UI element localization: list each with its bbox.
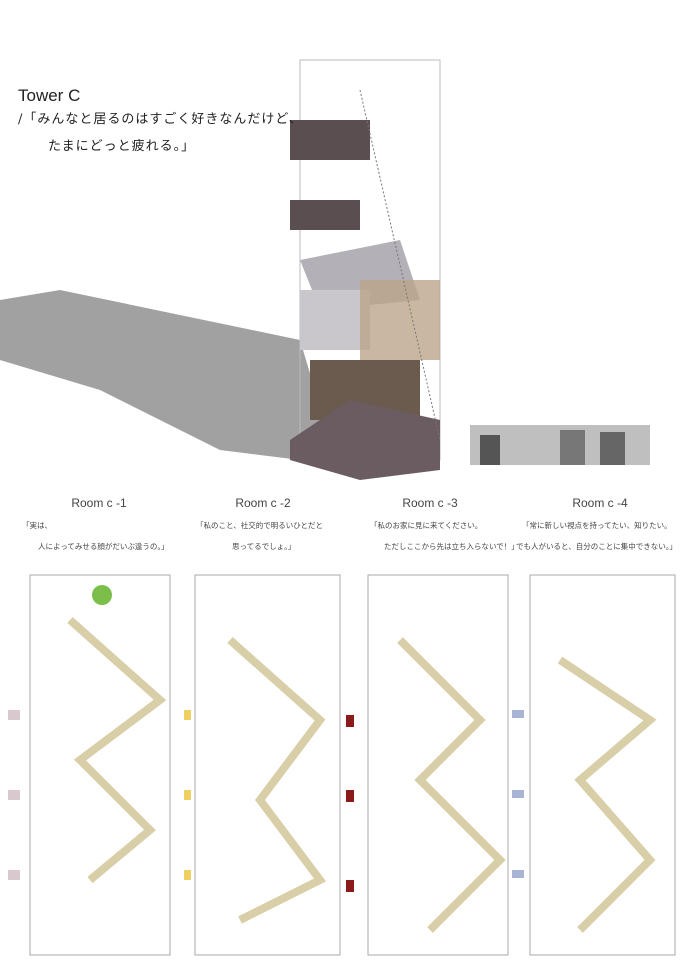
room-4-caption-line-1: 「常に新しい視点を持ってたい、知りたい。 <box>522 521 672 530</box>
swatches <box>8 710 524 892</box>
page-title: Tower C <box>18 86 81 105</box>
tower-model <box>290 59 441 480</box>
tree-icon <box>92 585 112 605</box>
room-3-caption-line-2: ただしここから先は立ち入らないで！」 <box>384 542 519 551</box>
room-2-caption-line-2: 思ってるでしょ。」 <box>232 542 296 551</box>
room-4-caption-line-2: でも人がいると、自分のことに集中できない。」 <box>516 542 677 551</box>
room-label-2: Room c -2 <box>235 496 291 510</box>
quote-line-2: たまにどっと疲れる。」 <box>48 139 196 154</box>
tower-shadow <box>0 290 330 460</box>
room-3-caption-line-1: 「私のお家に見に来てください。 <box>370 521 483 530</box>
room-label-4: Room c -4 <box>572 496 628 510</box>
room-label-1: Room c -1 <box>71 496 127 510</box>
city-model <box>470 425 650 465</box>
room-1-caption-line-2: 人によってみせる顔がだいぶ違うの。」 <box>38 542 169 551</box>
quote-line-1: /「みんなと居るのはすごく好きなんだけど、 <box>18 112 303 127</box>
room-1-caption-line-1: 「実は、 <box>22 521 52 530</box>
room-2-caption-line-1: 「私のこと、社交的で明るいひとだと <box>196 521 323 530</box>
room-drawings <box>29 574 676 956</box>
room-label-3: Room c -3 <box>402 496 458 510</box>
